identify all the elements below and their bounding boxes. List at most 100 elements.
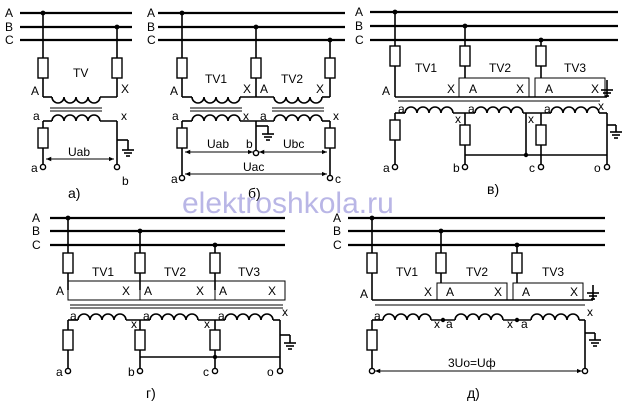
bus-label-b: B xyxy=(32,224,40,238)
bus-label-a: A xyxy=(5,6,13,20)
tv1-label: TV1 xyxy=(92,265,114,279)
terminal-x3: x xyxy=(587,305,593,319)
terminal-a3: a xyxy=(521,317,528,331)
bus-label-b: B xyxy=(333,224,341,238)
terminal-a3: a xyxy=(544,102,551,116)
bus-label-c: C xyxy=(355,33,364,47)
terminal-A2: A xyxy=(260,82,268,96)
terminal-A: A xyxy=(31,84,39,98)
bus-label-b: B xyxy=(5,20,13,34)
terminal-x1: x xyxy=(131,317,137,331)
terminal-A2: A xyxy=(144,284,152,298)
tv2-label: TV2 xyxy=(489,61,511,75)
measure-uab: Uab xyxy=(207,137,229,151)
terminal-X3: X xyxy=(268,284,276,298)
tv3-label: TV3 xyxy=(238,265,260,279)
caption-b: б) xyxy=(248,185,261,201)
terminal-x1: x xyxy=(455,112,461,126)
bus-label-a: A xyxy=(333,211,341,225)
tv-label: TV xyxy=(73,66,88,80)
bus-label-c: C xyxy=(333,238,342,252)
tv2-label: TV2 xyxy=(466,265,488,279)
diagram-v: A B C xyxy=(355,5,622,197)
measure-label: Uab xyxy=(68,145,90,159)
terminal-A2: A xyxy=(469,82,477,96)
bus-label-c: C xyxy=(5,33,14,47)
diagram-g: A B C xyxy=(32,211,296,401)
terminal-X1: X xyxy=(122,284,130,298)
output-a: a xyxy=(31,161,38,175)
terminal-X3: X xyxy=(591,82,599,96)
bus-label-a: A xyxy=(355,5,363,19)
terminal-A1: A xyxy=(360,287,368,301)
tv3-label: TV3 xyxy=(564,61,586,75)
terminal-a1: a xyxy=(398,102,405,116)
terminal-x1: x xyxy=(434,317,440,331)
terminal-x3: x xyxy=(282,305,288,319)
diagram-a: A B C TV A X a x Uab a xyxy=(5,6,134,201)
output-c: c xyxy=(529,161,535,175)
terminal-x1: x xyxy=(243,109,249,123)
measure-uac: Uac xyxy=(243,160,264,174)
terminal-a1: a xyxy=(374,309,381,323)
caption-v: в) xyxy=(487,181,499,197)
tv1-label: TV1 xyxy=(205,72,227,86)
terminal-a2: a xyxy=(260,109,267,123)
output-b: b xyxy=(246,137,253,151)
diagram-d: A B C xyxy=(333,211,605,401)
output-a: a xyxy=(383,161,390,175)
output-c: c xyxy=(203,365,209,379)
terminal-a2: a xyxy=(468,102,475,116)
measure-3uo: 3Uo=Uф xyxy=(448,356,496,370)
terminal-x2: x xyxy=(528,112,534,126)
bus-label-a: A xyxy=(32,211,40,225)
tv1-label: TV1 xyxy=(415,61,437,75)
terminal-x: x xyxy=(121,109,127,123)
output-o: o xyxy=(594,161,601,175)
bus-label-a: A xyxy=(147,6,155,20)
terminal-X: X xyxy=(121,82,129,96)
output-a: a xyxy=(56,365,63,379)
output-b: b xyxy=(122,174,129,188)
terminal-a2: a xyxy=(446,317,453,331)
terminal-X1: X xyxy=(243,82,251,96)
caption-a: а) xyxy=(68,185,80,201)
output-c: c xyxy=(335,172,341,186)
terminal-a3: a xyxy=(218,309,225,323)
tv3-label: TV3 xyxy=(542,265,564,279)
terminal-A3: A xyxy=(545,82,553,96)
tv2-label: TV2 xyxy=(164,265,186,279)
diagram-b: A B C xyxy=(147,6,345,201)
terminal-x2: x xyxy=(333,109,339,123)
bus-label-b: B xyxy=(355,19,363,33)
caption-g: г) xyxy=(146,385,156,401)
terminal-X2: X xyxy=(516,82,524,96)
terminal-x3: x xyxy=(598,99,604,113)
terminal-X2: X xyxy=(494,285,502,299)
terminal-A2: A xyxy=(446,285,454,299)
output-o: o xyxy=(267,365,274,379)
terminal-A3: A xyxy=(522,285,530,299)
terminal-X2: X xyxy=(196,284,204,298)
bus-label-c: C xyxy=(147,33,156,47)
bus-label-c: C xyxy=(32,238,41,252)
caption-d: д) xyxy=(467,385,480,401)
bus-label-b: B xyxy=(147,20,155,34)
terminal-a: a xyxy=(33,109,40,123)
terminal-x2: x xyxy=(507,317,513,331)
terminal-X1: X xyxy=(447,82,455,96)
terminal-X1: X xyxy=(424,285,432,299)
terminal-A1: A xyxy=(170,84,178,98)
terminal-X3: X xyxy=(570,285,578,299)
watermark: elektroshkola.ru xyxy=(182,187,394,220)
tv2-label: TV2 xyxy=(281,72,303,86)
terminal-x2: x xyxy=(204,317,210,331)
terminal-a1: a xyxy=(172,109,179,123)
terminal-a1: a xyxy=(70,309,77,323)
tv1-label: TV1 xyxy=(396,265,418,279)
terminal-X2: X xyxy=(316,82,324,96)
terminal-A1: A xyxy=(382,84,390,98)
output-a: a xyxy=(171,172,178,186)
